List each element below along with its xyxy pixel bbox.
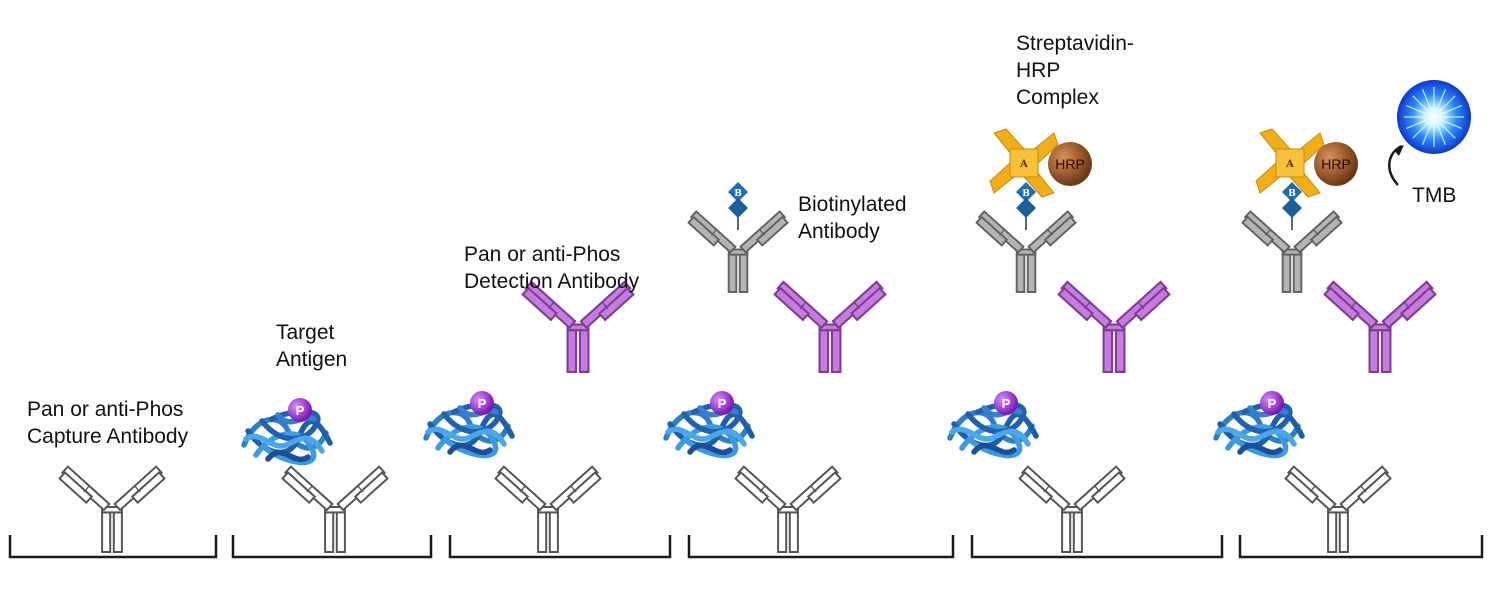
label-streptavidin-hrp-complex: Streptavidin- HRP Complex [1016, 32, 1134, 109]
biotin-tag: B [1016, 182, 1036, 230]
well-plate [448, 535, 672, 559]
target-antigen [663, 401, 755, 459]
well-plate [231, 535, 433, 559]
svg-text:B: B [734, 189, 742, 199]
detection-antibody [1323, 280, 1437, 374]
detection-antibody [1057, 280, 1171, 374]
biotinylated-antibody [975, 210, 1077, 293]
label-biotinylated-antibody: Biotinylated Antibody [798, 193, 907, 243]
label-tmb: TMB [1412, 184, 1457, 207]
svg-text:P: P [1268, 396, 1277, 411]
phosphate-marker: P [1260, 391, 1284, 415]
target-antigen [947, 401, 1039, 459]
svg-text:A: A [1019, 159, 1028, 170]
label-capture-antibody: Pan or anti-Phos Capture Antibody [27, 398, 189, 448]
well-plate [8, 535, 218, 559]
biotin-tag: B [728, 182, 748, 230]
capture-antibody [58, 465, 166, 553]
well-plate [687, 535, 955, 559]
capture-antibody [734, 465, 842, 553]
svg-text:B: B [1288, 189, 1296, 199]
hrp-enzyme: HRP [1048, 142, 1092, 186]
well-plate [1238, 535, 1484, 559]
biotinylated-antibody [1241, 210, 1343, 293]
capture-antibody [1018, 465, 1126, 553]
capture-antibody [1284, 465, 1392, 553]
svg-text:A: A [1285, 159, 1294, 170]
svg-text:B: B [1022, 189, 1030, 199]
label-detection-antibody: Pan or anti-Phos Detection Antibody [464, 243, 640, 293]
streptavidin: A [1255, 128, 1325, 198]
well-plate [970, 535, 1224, 559]
phosphate-marker: P [470, 391, 494, 415]
svg-text:P: P [1002, 396, 1011, 411]
phosphate-marker: P [288, 398, 312, 422]
svg-text:P: P [296, 403, 305, 418]
label-target-antigen: Target Antigen [276, 321, 348, 371]
detection-antibody [521, 280, 635, 374]
svg-text:HRP: HRP [1055, 156, 1085, 172]
streptavidin: A [989, 128, 1059, 198]
capture-antibody [494, 465, 602, 553]
svg-text:P: P [718, 396, 727, 411]
detection-antibody [773, 280, 887, 374]
target-antigen [1213, 401, 1305, 459]
svg-text:HRP: HRP [1321, 156, 1351, 172]
hrp-enzyme: HRP [1314, 142, 1358, 186]
biotinylated-antibody [687, 210, 789, 293]
tmb-reaction-arrow [1388, 144, 1404, 186]
svg-text:P: P [478, 396, 487, 411]
target-antigen [241, 408, 333, 466]
capture-antibody [281, 465, 389, 553]
target-antigen [423, 401, 515, 459]
biotin-tag: B [1282, 182, 1302, 230]
phosphate-marker: P [994, 391, 1018, 415]
phosphate-marker: P [710, 391, 734, 415]
signal-burst [1397, 80, 1471, 154]
